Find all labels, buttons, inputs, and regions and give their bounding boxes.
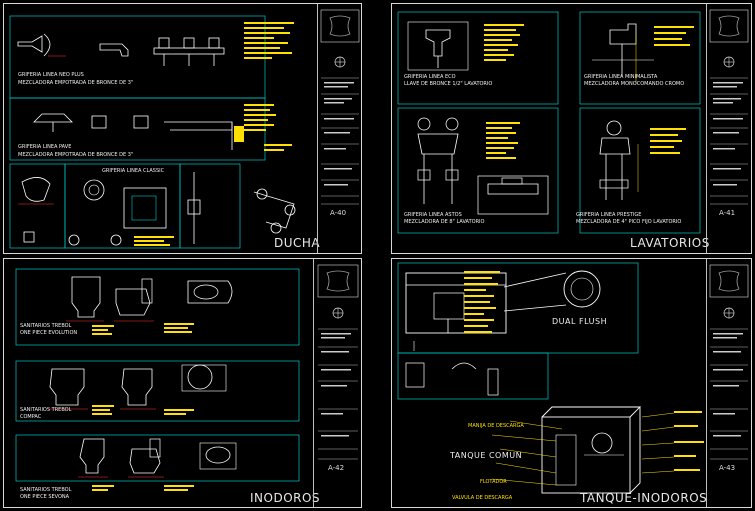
inodoros-label-6: ONE PIECE SEVONA [20, 494, 70, 500]
lavatorios-sheet-number: A-41 [719, 209, 736, 217]
lavatorios-label-4: MEZCLADORA MONOCOMANDO CROMO [584, 81, 685, 87]
sheet-lavatorios[interactable]: GRIFERIA LINEA ECO LLAVE DE BRONCE 1/2" … [391, 3, 752, 254]
dual-flush-label: DUAL FLUSH [552, 317, 608, 326]
inodoros-label-2: ONE PIECE EVOLUTION [20, 330, 78, 336]
inodoros-title: INODOROS [250, 491, 321, 505]
inodoros-drawing [15, 268, 300, 491]
lavatorios-title-block: A-41 [706, 4, 752, 253]
tanque-label-valvula: VALVULA DE DESCARGA [452, 495, 513, 501]
lavatorios-title: LAVATORIOS [630, 236, 710, 250]
tanque-label-manija: MANIJA DE DESCARGA [468, 423, 524, 429]
tanque-comun-label: TANQUE COMUN [450, 451, 523, 460]
lavatorios-label-8: MEZCLADORA DE 4" PICO FIJO LAVATORIO [576, 219, 682, 225]
sheet-inodoros[interactable]: SANITARIOS TREBOL ONE PIECE EVOLUTION SA… [3, 258, 362, 508]
inodoros-label-1: SANITARIOS TREBOL [20, 323, 72, 329]
tanque-title: TANQUE-INODOROS [580, 491, 708, 505]
lavatorios-label-6: MEZCLADORA DE 8" LAVATORIO [404, 219, 485, 225]
lavatorios-label-5: GRIFERIA LINEA ASTOS [404, 212, 462, 218]
lavatorios-label-1: GRIFERIA LINEA ECO [404, 74, 456, 80]
lavatorios-drawing [397, 11, 701, 234]
ducha-drawing [9, 15, 296, 249]
ducha-sheet-number: A-40 [330, 209, 347, 217]
tanque-title-block: A-43 [706, 259, 752, 507]
inodoros-title-block: A-42 [313, 259, 362, 507]
ducha-label-1: GRIFERIA LINEA NEO PLUS [18, 72, 84, 78]
tanque-drawing [397, 262, 704, 494]
lavatorios-label-3: GRIFERIA LINEA MINIMALISTA [584, 74, 658, 80]
ducha-label-3: GRIFERIA LINEA PAVE [18, 144, 72, 150]
ducha-title: DUCHA [274, 236, 321, 250]
lavatorios-label-2: LLAVE DE BRONCE 1/2" LAVATORIO [404, 81, 493, 87]
inodoros-label-5: SANITARIOS TREBOL [20, 487, 72, 493]
lavatorios-label-7: GRIFERIA LINEA PRESTIGE [576, 212, 642, 218]
inodoros-label-3: SANITARIOS TREBOL [20, 407, 72, 413]
ducha-label-4: MEZCLADORA EMPOTRADA DE BRONCE DE 3" [18, 152, 134, 158]
tanque-sheet-number: A-43 [719, 464, 736, 472]
inodoros-sheet-number: A-42 [328, 464, 345, 472]
sheet-ducha[interactable]: GRIFERIA LINEA NEO PLUS MEZCLADORA EMPOT… [3, 3, 362, 254]
sheet-tanque[interactable]: DUAL FLUSH TANQUE COMUN MANIJA DE DESCAR… [391, 258, 752, 508]
ducha-label-5: GRIFERIA LINEA CLASSIC [102, 168, 165, 174]
inodoros-label-4: COMPAC [20, 414, 42, 420]
ducha-title-block: A-40 [317, 4, 362, 253]
ducha-label-2: MEZCLADORA EMPOTRADA DE BRONCE DE 3" [18, 80, 134, 86]
tanque-label-flotador: FLOTADOR [480, 479, 507, 485]
